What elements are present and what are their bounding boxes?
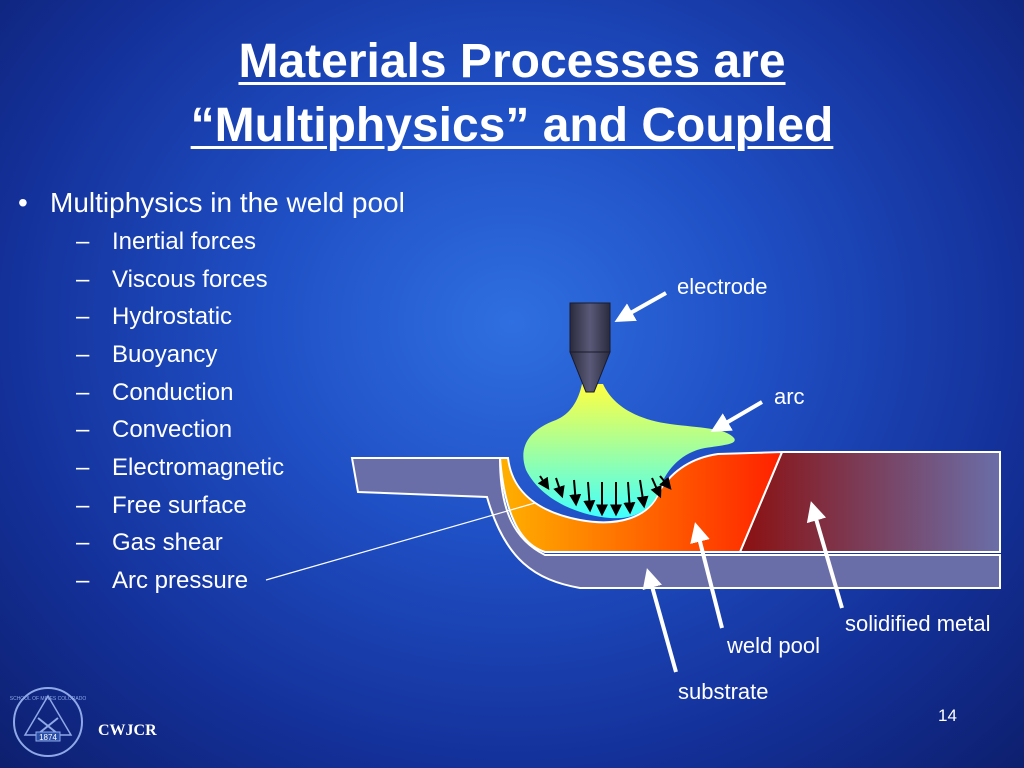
bullet-main: • Multiphysics in the weld pool (18, 183, 405, 223)
arc-pressure-leader-line (265, 502, 536, 581)
sub-bullet-item: –Arc pressure (76, 562, 405, 600)
sub-bullet-text: Free surface (112, 491, 247, 519)
sub-bullet-item: –Gas shear (76, 525, 405, 563)
bullet-list: • Multiphysics in the weld pool –Inertia… (18, 183, 405, 600)
school-of-mines-logo: 1874 SCHOOL OF MINES COLORADO (10, 687, 87, 757)
weld-pool-label: weld pool (727, 633, 820, 658)
sub-bullet-dash: – (76, 567, 90, 595)
bullet-main-text: Multiphysics in the weld pool (50, 187, 405, 218)
substrate-arrow (642, 568, 678, 673)
logo-year: 1874 (39, 733, 57, 742)
sub-bullet-item: –Electromagnetic (76, 449, 405, 487)
sub-bullet-dash: – (76, 303, 90, 331)
solidified-metal-label: solidified metal (845, 611, 991, 636)
title-line-2: “Multiphysics” and Coupled (190, 99, 834, 152)
arc-arrow (710, 400, 764, 433)
sub-bullet-text: Hydrostatic (112, 303, 233, 331)
sub-bullet-text: Conduction (112, 378, 234, 406)
sub-bullet-text: Viscous forces (112, 265, 268, 293)
sub-bullet-text: Electromagnetic (112, 453, 285, 481)
page-number: 14 (938, 706, 957, 725)
title-line-1: Materials Processes are (238, 35, 786, 88)
solidified-metal-shape (738, 451, 1001, 553)
weld-pool-arrow (690, 522, 724, 629)
bullet-dot: • (18, 187, 28, 218)
sub-bullet-dash: – (76, 491, 90, 519)
sub-bullet-dash: – (76, 227, 90, 255)
substrate-label: substrate (678, 679, 769, 704)
sub-bullet-text: Gas shear (112, 529, 223, 557)
electrode-label: electrode (677, 274, 768, 299)
slide-title: Materials Processes are “Multiphysics” a… (0, 30, 1024, 158)
sub-bullet-text: Inertial forces (112, 227, 257, 255)
arc-plasma-shape (523, 384, 735, 519)
sub-bullet-dash: – (76, 529, 90, 557)
electrode-arrow (614, 291, 667, 322)
arc-label: arc (774, 384, 805, 409)
org-name: CWJCR (98, 722, 157, 739)
logo-text: SCHOOL OF MINES COLORADO (10, 696, 87, 702)
sub-bullet-text: Convection (112, 416, 233, 444)
arc-pressure-arrows (537, 475, 672, 517)
sub-bullet-item: –Conduction (76, 374, 405, 412)
sub-bullet-item: –Inertial forces (76, 223, 405, 261)
sub-bullet-item: –Buoyancy (76, 336, 405, 374)
substrate-shape (350, 457, 1001, 589)
sub-bullet-item: –Free surface (76, 487, 405, 525)
sub-bullet-dash: – (76, 416, 90, 444)
sub-bullet-dash: – (76, 453, 90, 481)
sub-bullet-item: –Hydrostatic (76, 298, 405, 336)
electrode-tip (569, 351, 611, 393)
sub-bullet-item: –Convection (76, 411, 405, 449)
sub-bullet-text: Buoyancy (112, 340, 218, 368)
sub-bullet-text: Arc pressure (112, 567, 249, 595)
solidified-metal-arrow (806, 501, 844, 609)
sub-bullet-dash: – (76, 378, 90, 406)
sub-bullet-dash: – (76, 265, 90, 293)
sub-bullet-list: –Inertial forces–Viscous forces–Hydrosta… (76, 223, 405, 600)
sub-bullet-item: –Viscous forces (76, 261, 405, 299)
electrode-body (569, 302, 611, 353)
sub-bullet-dash: – (76, 340, 90, 368)
